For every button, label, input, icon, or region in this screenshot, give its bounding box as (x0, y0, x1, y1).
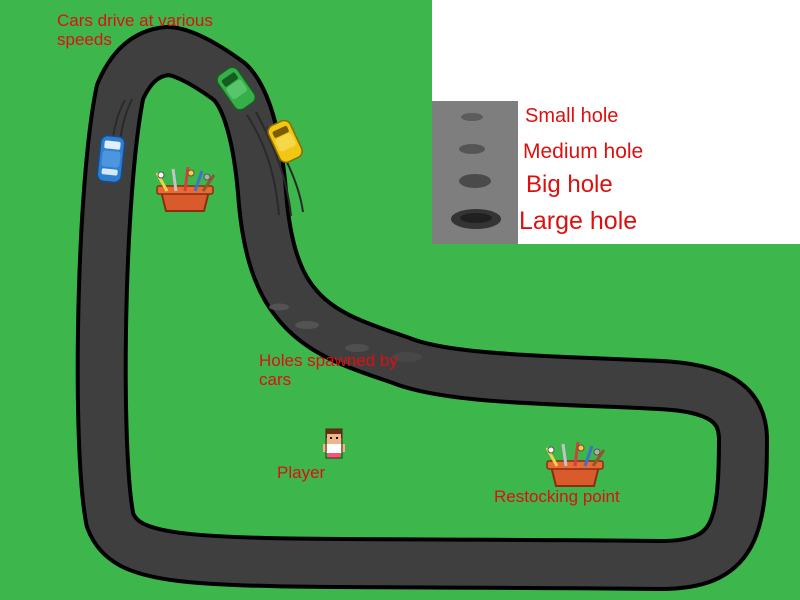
track-outline (75, 25, 769, 591)
car-window-icon (221, 72, 238, 87)
holes-note: Holes spawned by cars (259, 351, 398, 389)
legend-small-hole: Small hole (525, 105, 619, 127)
tool-handle-1 (547, 446, 555, 454)
player-outline-icon (325, 428, 343, 459)
pothole-2 (295, 321, 319, 329)
pothole-large-icon-highlight (460, 213, 492, 223)
pothole-4 (392, 352, 422, 362)
pothole-medium-icon (459, 144, 485, 154)
legend-big-hole: Big hole (526, 171, 613, 198)
car-icon[interactable] (90, 131, 132, 187)
cars-note: Cars drive at various speeds (57, 11, 213, 49)
car-window-icon (104, 140, 121, 150)
player-shirt-icon (326, 444, 342, 453)
player-label: Player (277, 463, 326, 482)
toolbox-icon[interactable] (145, 163, 225, 218)
player-legs-icon (328, 453, 340, 458)
tool-stick-2 (561, 443, 568, 467)
tool-handle-3 (593, 448, 601, 456)
tool-stick-5 (591, 449, 606, 467)
legend-large-hole: Large hole (519, 207, 638, 235)
car-window-icon (272, 126, 289, 138)
player-icon[interactable] (317, 426, 351, 462)
pothole-small-icon (461, 113, 483, 121)
car-roof-icon (226, 79, 247, 100)
legend-medium-hole: Medium hole (523, 140, 644, 163)
pothole-3 (345, 344, 369, 352)
tool-stick-5 (201, 174, 216, 192)
car-icon[interactable] (261, 116, 311, 166)
tool-stick-3 (183, 166, 190, 192)
player-arm-left-icon (323, 444, 327, 452)
pothole-big-icon (459, 174, 491, 188)
tool-handle-3 (203, 173, 211, 181)
player-eye-right-icon (336, 437, 338, 439)
hole-legend-swatch (432, 101, 518, 244)
player-face-icon (327, 434, 341, 444)
tool-handle-2 (187, 169, 195, 177)
car-roof-icon (101, 150, 121, 168)
toolbox-icon[interactable] (535, 438, 615, 493)
car-icon[interactable] (212, 63, 262, 113)
car-rear-window-icon (101, 168, 118, 176)
restocking-point-label: Restocking point (494, 487, 620, 506)
track-surface (79, 29, 765, 587)
player-hair-icon (326, 429, 342, 438)
player-eye-left-icon (330, 437, 332, 439)
tool-stick-3 (573, 441, 580, 467)
track-skid-right (246, 114, 280, 216)
track-skid-right-2 (255, 111, 292, 217)
car-roof-icon (275, 133, 296, 152)
tool-stick-4 (583, 445, 594, 467)
tool-handle-1 (157, 171, 165, 179)
tool-handle-2 (577, 444, 585, 452)
player-arm-right-icon (341, 444, 345, 452)
tool-stick-2 (171, 168, 178, 192)
tool-stick-4 (193, 170, 204, 192)
pothole-1 (269, 303, 289, 311)
